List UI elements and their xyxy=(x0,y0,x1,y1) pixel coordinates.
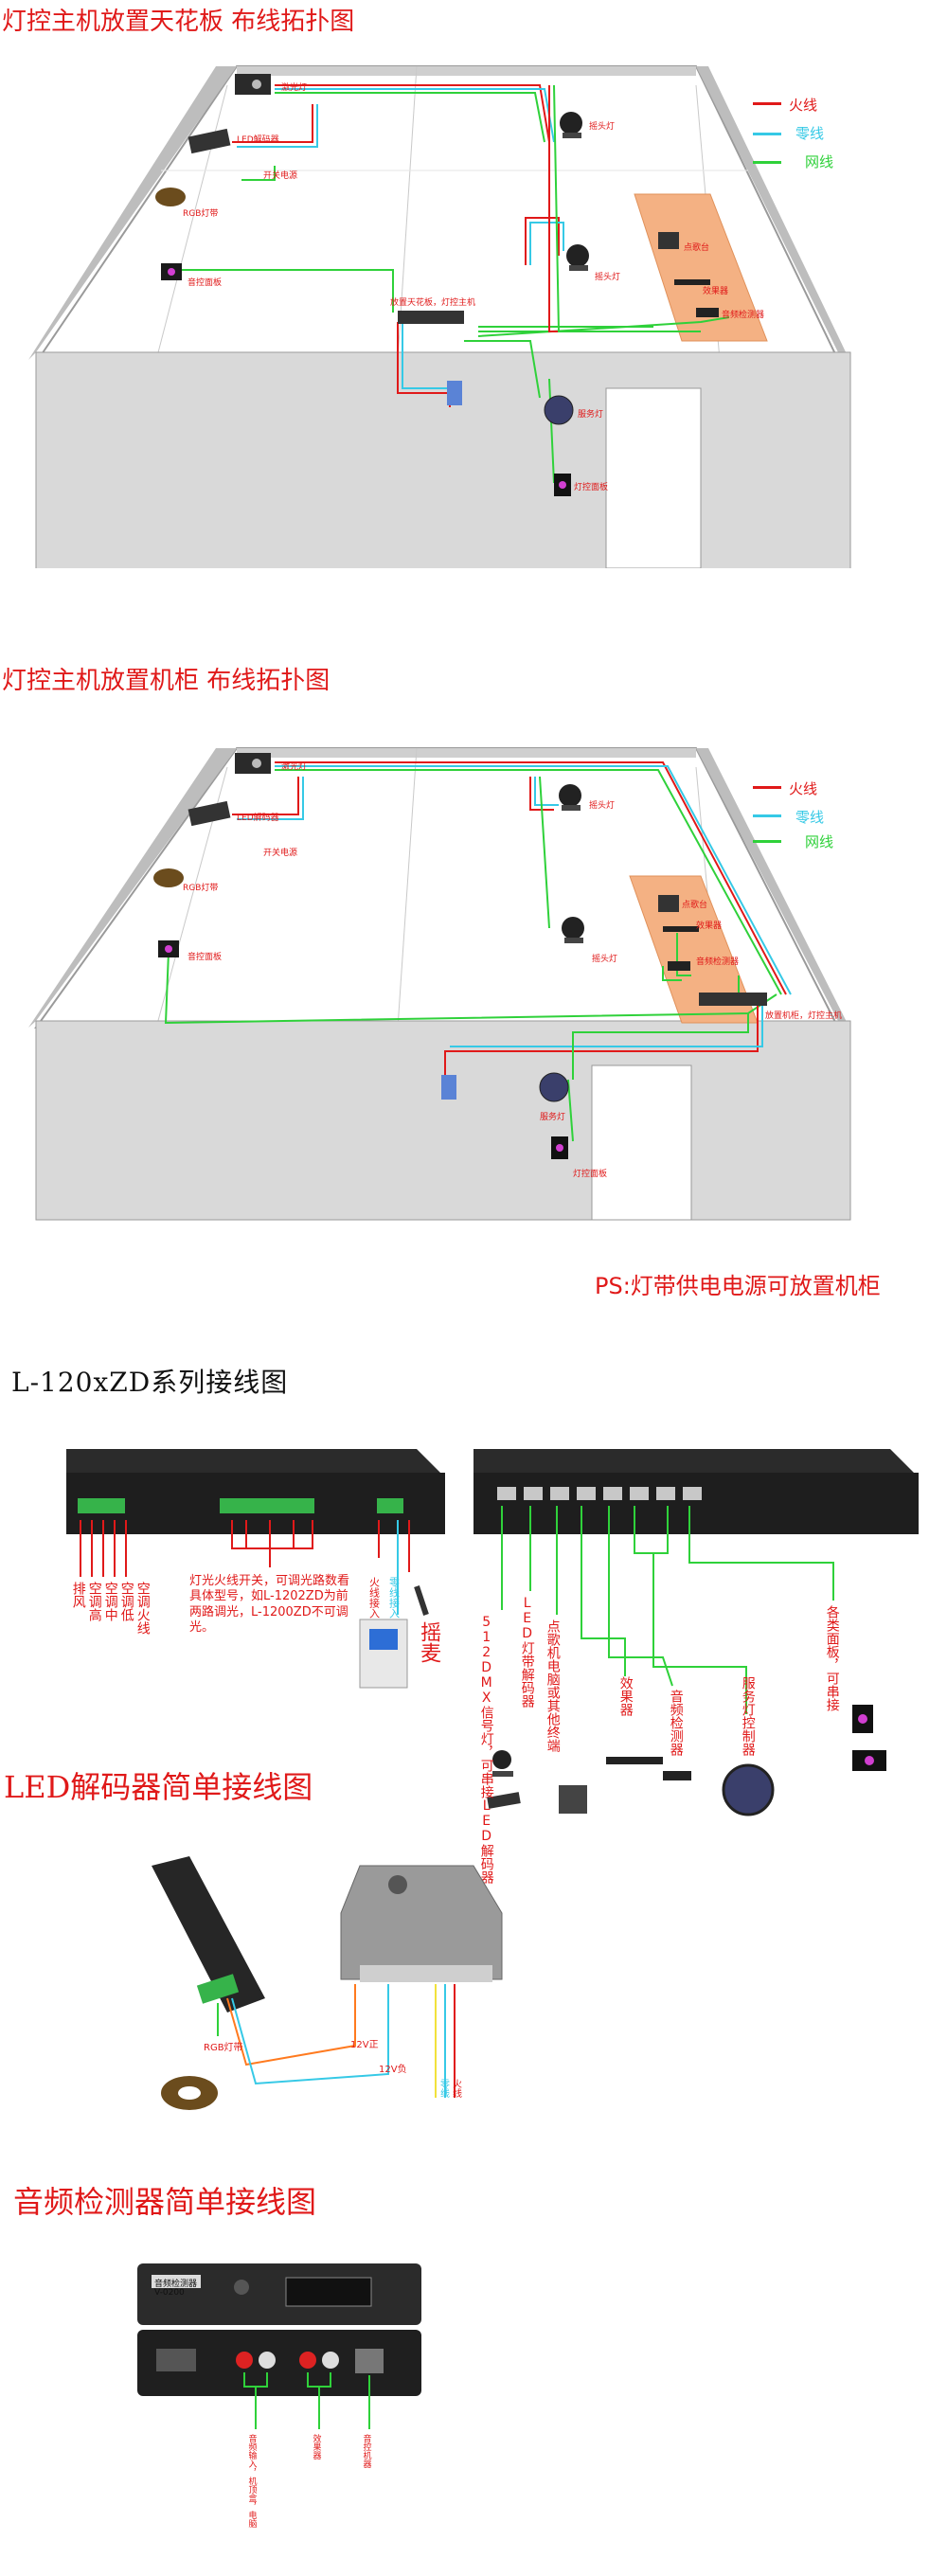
d2-moving-head-1-label: 摇头灯 xyxy=(589,801,616,811)
d2-legend-neutral: 零线 xyxy=(795,809,825,826)
ps-note: PS:灯带供电电源可放置机柜 xyxy=(595,1273,881,1299)
port-label-ac-fire: 空调火线 xyxy=(134,1582,151,1635)
d1-laser-label: 激光灯 xyxy=(281,83,308,93)
d2-legend-fire-line xyxy=(753,786,781,789)
diagram2-title: 灯控主机放置机柜 布线拓扑图 xyxy=(2,667,331,695)
d1-service-light-label: 服务灯 xyxy=(578,410,604,420)
d1-led-decoder-label: LED解码器 xyxy=(237,135,279,145)
power-terminal xyxy=(377,1498,403,1513)
d2-cabinet-host-label: 放置机柜，灯控主机 xyxy=(765,1011,843,1021)
d2-legend-network: 网线 xyxy=(805,833,834,850)
section3-diagram xyxy=(66,1449,919,1816)
service-light-device xyxy=(544,395,574,425)
effector-in-label: 效果器 xyxy=(311,2434,321,2460)
d2-breaker-label: 开关电源 xyxy=(263,849,298,858)
section3-title: L-120xZD系列接线图 xyxy=(11,1367,289,1398)
diagram1-room xyxy=(28,65,851,568)
d2-legend-fire: 火线 xyxy=(789,780,818,797)
port-label-ac-high: 空调高 xyxy=(86,1582,102,1621)
legend-network-line xyxy=(753,161,781,164)
v12-positive-label: 12V正 xyxy=(350,2040,379,2050)
diagram2-room xyxy=(28,747,851,1221)
pc-device xyxy=(658,232,679,249)
section5-title: 音频检测器简单接线图 xyxy=(13,2184,317,2220)
v12-negative-label: 12V负 xyxy=(379,2065,407,2075)
section4-diagram xyxy=(152,1856,503,2110)
diagram1-title: 灯控主机放置天花板 布线拓扑图 xyxy=(2,8,355,36)
legend-fire-line xyxy=(753,102,781,105)
led-decoder-device xyxy=(188,128,231,154)
dmx-port-label: 512DMX信号灯，可串接LED解码器 xyxy=(478,1615,494,1884)
pc-port-label: 点歌机电脑或其他终端 xyxy=(545,1619,561,1752)
port-label-ac-low: 空调低 xyxy=(118,1582,134,1621)
zero-label: 零线 xyxy=(438,2079,449,2098)
neutral-in-label: 零线接入 xyxy=(387,1577,401,1619)
d2-moving-head-2-label: 摇头灯 xyxy=(592,955,618,964)
legend-fire: 火线 xyxy=(789,97,818,114)
device-model: V-0200 xyxy=(154,2288,185,2298)
audio-input-label: 音频输入，机顶盒，电脑 xyxy=(246,2434,257,2528)
d2-legend-neutral-line xyxy=(753,814,781,817)
d2-led-decoder-label: LED解码器 xyxy=(237,814,279,823)
audio-detector-port-label: 音频检测器 xyxy=(668,1690,684,1756)
legend-network: 网线 xyxy=(805,153,834,170)
device-name: 音频检测器 xyxy=(154,2280,198,2289)
effector-port-label: 效果器 xyxy=(617,1676,634,1716)
light-terminal xyxy=(220,1498,314,1513)
hvac-terminal xyxy=(78,1498,125,1513)
d2-laser-label: 激光灯 xyxy=(281,762,308,772)
d1-moving-head-1-label: 摇头灯 xyxy=(589,122,616,132)
port-label-ac-mid: 空调中 xyxy=(102,1582,118,1621)
legend-neutral-line xyxy=(753,133,781,135)
d1-breaker-label: 开关电源 xyxy=(263,171,298,181)
breaker-device xyxy=(447,381,462,405)
d2-light-panel-label: 灯控面板 xyxy=(573,1170,608,1179)
d1-rgb-label: RGB灯带 xyxy=(183,209,219,219)
rgb-strip-device xyxy=(155,188,186,206)
rgb-label: RGB灯带 xyxy=(204,2043,243,2053)
ceiling-host-device xyxy=(398,311,464,324)
led-decoder-port-label: LED灯带解码器 xyxy=(519,1596,535,1708)
port-label-exhaust: 排风 xyxy=(70,1582,86,1608)
d1-effector-label: 效果器 xyxy=(703,287,729,296)
moving-head-2-device xyxy=(566,244,589,267)
dimmer-note: 灯光火线开关，可调光路数看具体型号，如L-1202ZD为前两路调光，L-1200… xyxy=(189,1574,350,1635)
service-light-port-label: 服务灯控制器 xyxy=(740,1676,756,1756)
effector-device xyxy=(674,279,710,285)
d2-effector-label: 效果器 xyxy=(696,921,723,931)
fire-label: 火线 xyxy=(450,2079,461,2098)
audio-detector-device xyxy=(696,308,719,317)
d1-light-panel-label: 灯控面板 xyxy=(574,483,609,492)
d1-moving-head-2-label: 摇头灯 xyxy=(595,273,621,282)
d1-ceiling-host-label: 放置天花板，灯控主机 xyxy=(390,298,476,308)
section5-diagram xyxy=(137,2263,421,2429)
fire-in-label: 火线接入 xyxy=(367,1577,381,1619)
d1-audio-panel-label: 音控面板 xyxy=(188,278,223,288)
d2-audio-detector-label: 音频检测器 xyxy=(696,957,740,967)
legend-neutral: 零线 xyxy=(795,125,825,142)
d1-audio-detector-label: 音频检测器 xyxy=(722,311,765,320)
d2-audio-panel-label: 音控面板 xyxy=(188,953,223,962)
d2-pc-label: 点歌台 xyxy=(682,901,708,910)
panel-port-label: 各类面板，可串接 xyxy=(824,1605,840,1711)
d2-service-light-label: 服务灯 xyxy=(540,1113,566,1122)
d1-pc-label: 点歌台 xyxy=(684,243,710,253)
section4-title: LED解码器简单接线图 xyxy=(4,1769,313,1805)
controller-label: 音控机器 xyxy=(361,2434,371,2468)
d2-rgb-label: RGB灯带 xyxy=(183,884,219,893)
d2-legend-network-line xyxy=(753,840,781,843)
shake-mic-label: 摇麦 xyxy=(417,1621,441,1663)
moving-head-1-device xyxy=(560,112,582,134)
